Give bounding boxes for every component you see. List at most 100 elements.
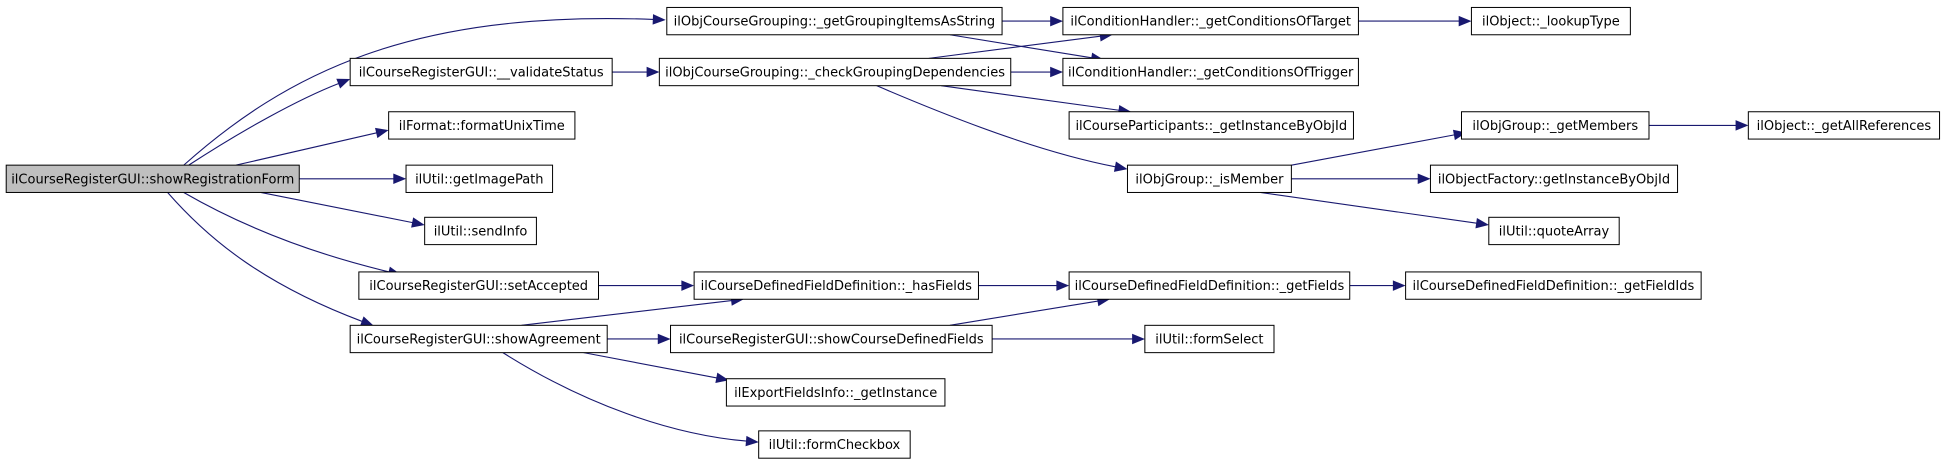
node-formcheckbox[interactable]: ilUtil::formCheckbox bbox=[758, 430, 911, 459]
node-sendinfo[interactable]: ilUtil::sendInfo bbox=[424, 216, 537, 246]
edge-checkdeps-to-ismember bbox=[876, 85, 1128, 172]
node-box[interactable] bbox=[1429, 164, 1679, 193]
arrowhead-icon bbox=[411, 217, 425, 228]
node-label: ilCourseRegisterGUI::showCourseDefinedFi… bbox=[679, 332, 984, 347]
edge-line bbox=[260, 191, 413, 224]
node-box[interactable] bbox=[1405, 271, 1702, 300]
node-box[interactable] bbox=[1460, 111, 1650, 140]
node-box[interactable] bbox=[1144, 324, 1275, 354]
node-showagreement[interactable]: ilCourseRegisterGUI::showAgreement bbox=[349, 324, 608, 354]
edge-root-to-imagepath bbox=[299, 173, 407, 185]
edge-getfields-to-getfieldids bbox=[1349, 280, 1406, 291]
arrowhead-icon bbox=[715, 372, 729, 383]
edge-root-to-validate bbox=[188, 78, 351, 166]
node-label: ilCourseDefinedFieldDefinition::_hasFiel… bbox=[701, 279, 972, 294]
node-box[interactable] bbox=[424, 216, 537, 246]
node-box[interactable] bbox=[658, 57, 1012, 87]
node-box[interactable] bbox=[1488, 216, 1620, 246]
node-box[interactable] bbox=[1126, 164, 1292, 193]
node-box[interactable] bbox=[758, 430, 911, 459]
edge-line bbox=[1260, 191, 1477, 224]
node-getfieldids[interactable]: ilCourseDefinedFieldDefinition::_getFiel… bbox=[1405, 271, 1702, 300]
node-box[interactable] bbox=[725, 378, 946, 407]
node-box[interactable] bbox=[1470, 6, 1631, 36]
node-box[interactable] bbox=[5, 164, 300, 193]
node-label: ilConditionHandler::_getConditionsOfTarg… bbox=[1070, 15, 1351, 30]
node-box[interactable] bbox=[1747, 111, 1941, 140]
edge-root-to-sendinfo bbox=[260, 191, 425, 228]
arrowhead-icon bbox=[745, 435, 759, 447]
node-validate[interactable]: ilCourseRegisterGUI::__validateStatus bbox=[349, 57, 613, 87]
arrowhead-icon bbox=[652, 14, 666, 25]
node-label: ilObjGroup::_getMembers bbox=[1472, 119, 1638, 134]
node-participants[interactable]: ilCourseParticipants::_getInstanceByObjI… bbox=[1068, 111, 1354, 140]
edge-line bbox=[876, 85, 1116, 168]
node-label: ilExportFieldsInfo::_getInstance bbox=[734, 386, 937, 401]
node-groupitems[interactable]: ilObjCourseGrouping::_getGroupingItemsAs… bbox=[666, 6, 1003, 36]
node-factory[interactable]: ilObjectFactory::getInstanceByObjId bbox=[1429, 164, 1679, 193]
node-quotearray[interactable]: ilUtil::quoteArray bbox=[1488, 216, 1620, 246]
arrowhead-icon bbox=[657, 333, 671, 345]
node-box[interactable] bbox=[1062, 57, 1359, 87]
arrowhead-icon bbox=[336, 78, 351, 89]
arrowhead-icon bbox=[1056, 280, 1070, 291]
node-box[interactable] bbox=[358, 271, 600, 300]
edge-line bbox=[949, 300, 1099, 326]
node-box[interactable] bbox=[670, 324, 993, 354]
node-label: ilUtil::quoteArray bbox=[1499, 224, 1610, 239]
node-label: ilObjectFactory::getInstanceByObjId bbox=[1438, 172, 1670, 187]
node-box[interactable] bbox=[405, 164, 554, 193]
node-box[interactable] bbox=[349, 57, 613, 87]
node-getfields[interactable]: ilCourseDefinedFieldDefinition::_getFiel… bbox=[1068, 271, 1351, 300]
node-box[interactable] bbox=[693, 271, 979, 300]
node-box[interactable] bbox=[1068, 111, 1354, 140]
node-imagepath[interactable]: ilUtil::getImagePath bbox=[405, 164, 554, 193]
node-checkdeps[interactable]: ilObjCourseGrouping::_checkGroupingDepen… bbox=[658, 57, 1012, 87]
node-label: ilCourseRegisterGUI::showAgreement bbox=[357, 332, 601, 347]
edge-line bbox=[183, 191, 390, 273]
node-getmembers[interactable]: ilObjGroup::_getMembers bbox=[1460, 111, 1650, 140]
node-label: ilCourseRegisterGUI::showRegistrationFor… bbox=[11, 172, 294, 187]
node-hasfields[interactable]: ilCourseDefinedFieldDefinition::_hasFiel… bbox=[693, 271, 979, 300]
edge-showagreement-to-formcheckbox bbox=[502, 352, 759, 447]
arrowhead-icon bbox=[375, 127, 389, 139]
node-allrefs[interactable]: ilObject::_getAllReferences bbox=[1747, 111, 1941, 140]
edge-showagreement-to-showfields bbox=[607, 333, 671, 345]
edge-ismember-to-quotearray bbox=[1260, 191, 1489, 229]
node-lookuptype[interactable]: ilObject::_lookupType bbox=[1470, 6, 1631, 36]
node-box[interactable] bbox=[1062, 6, 1359, 36]
node-formselect[interactable]: ilUtil::formSelect bbox=[1144, 324, 1275, 354]
arrowhead-icon bbox=[393, 173, 407, 185]
edge-showfields-to-formselect bbox=[992, 333, 1145, 345]
arrowhead-icon bbox=[1417, 173, 1431, 185]
node-label: ilCourseDefinedFieldDefinition::_getFiel… bbox=[1075, 279, 1345, 294]
node-box[interactable] bbox=[388, 111, 576, 140]
edge-line bbox=[183, 18, 654, 166]
edge-line bbox=[583, 352, 717, 379]
edge-condtarget-to-lookuptype bbox=[1358, 15, 1472, 27]
node-label: ilUtil::formSelect bbox=[1155, 332, 1263, 347]
edge-line bbox=[941, 85, 1120, 111]
node-label: ilUtil::sendInfo bbox=[434, 224, 528, 239]
node-condtarget[interactable]: ilConditionHandler::_getConditionsOfTarg… bbox=[1062, 6, 1359, 36]
node-label: ilCourseParticipants::_getInstanceByObjI… bbox=[1075, 119, 1347, 134]
node-condtrigger[interactable]: ilConditionHandler::_getConditionsOfTrig… bbox=[1062, 57, 1359, 87]
node-ismember[interactable]: ilObjGroup::_isMember bbox=[1126, 164, 1292, 193]
node-setaccepted[interactable]: ilCourseRegisterGUI::setAccepted bbox=[358, 271, 600, 300]
node-format[interactable]: ilFormat::formatUnixTime bbox=[388, 111, 576, 140]
edge-root-to-groupitems bbox=[183, 14, 666, 166]
node-box[interactable] bbox=[666, 6, 1003, 36]
edge-validate-to-checkdeps bbox=[612, 66, 660, 78]
arrowhead-icon bbox=[1132, 333, 1145, 345]
node-label: ilObject::_lookupType bbox=[1482, 15, 1620, 30]
edge-line bbox=[188, 82, 339, 166]
node-box[interactable] bbox=[1068, 271, 1351, 300]
edge-line bbox=[167, 192, 363, 322]
node-exportfields[interactable]: ilExportFieldsInfo::_getInstance bbox=[725, 378, 946, 407]
arrowhead-icon bbox=[359, 316, 374, 327]
node-root[interactable]: ilCourseRegisterGUI::showRegistrationFor… bbox=[5, 164, 300, 193]
node-showfields[interactable]: ilCourseRegisterGUI::showCourseDefinedFi… bbox=[670, 324, 993, 354]
node-box[interactable] bbox=[349, 324, 608, 354]
node-label: ilUtil::formCheckbox bbox=[769, 438, 901, 453]
